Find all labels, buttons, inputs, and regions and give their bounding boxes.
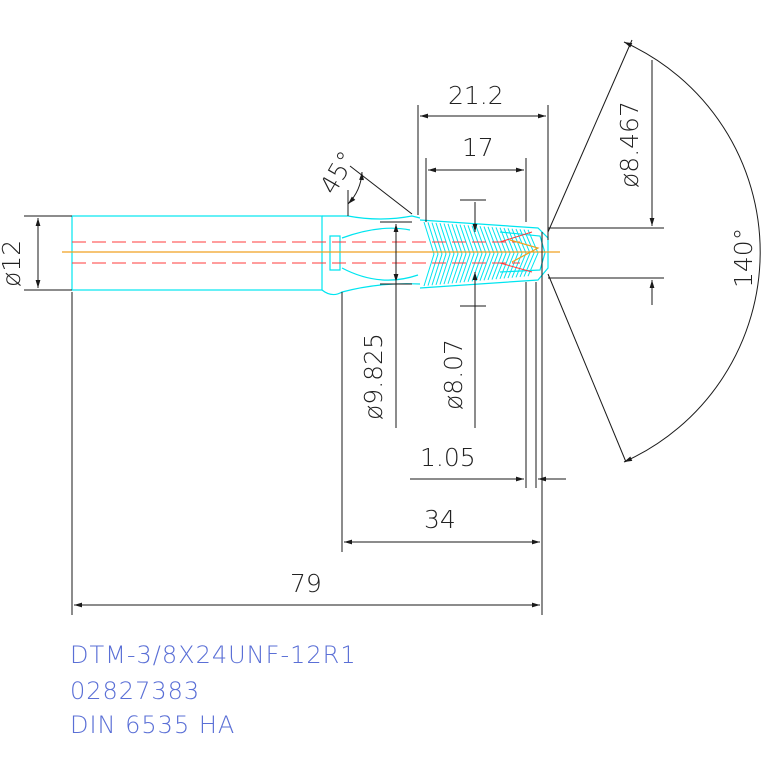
thread-tooth (427, 222, 439, 286)
thread-tooth (499, 227, 511, 280)
thread-tooth (495, 227, 507, 280)
thread-tooth (503, 227, 515, 279)
dim-length-79: 79 (290, 569, 322, 598)
thread-tooth (443, 223, 455, 285)
thread-tooth (479, 226, 491, 281)
extension-lines (24, 39, 664, 615)
thread-tooth (447, 223, 459, 284)
thread-tooth (467, 225, 479, 283)
thread-tooth (523, 229, 535, 277)
thread-tooth (515, 228, 527, 278)
dim-length-34: 34 (424, 505, 456, 534)
thread-tooth (451, 223, 463, 284)
dim-angle-45: 45° (314, 146, 361, 199)
thread-tooth (431, 222, 443, 286)
dim-neck-diameter: ø9.825 (359, 333, 388, 420)
dim-minor-diameter: ø8.07 (439, 339, 468, 410)
dim-length-21-2: 21.2 (448, 81, 504, 110)
thread-tooth (527, 229, 539, 277)
dimension-lines (35, 41, 761, 608)
thread-tooth (463, 224, 475, 283)
thread-tooth (487, 226, 499, 281)
title-part-number: DTM-3/8X24UNF-12R1 (70, 641, 357, 669)
thread-tooth (519, 229, 531, 278)
dim-angle-140: 140° (729, 228, 758, 288)
dim-shank-diameter: ø12 (0, 240, 26, 287)
dim-length-17: 17 (462, 133, 494, 162)
thread-tooth (459, 224, 471, 283)
dim-tip-diameter: ø8.467 (615, 101, 644, 188)
thread-tooth (455, 224, 467, 284)
thread-tooth (483, 226, 495, 281)
thread-tooth (423, 221, 435, 287)
thread-tooth (507, 228, 519, 279)
thread-tooth (435, 222, 447, 286)
title-standard: DIN 6535 HA (70, 711, 236, 739)
thread-tooth (439, 223, 451, 285)
thread-teeth (423, 221, 539, 287)
thread-tooth (491, 226, 503, 280)
coolant-bore (72, 231, 533, 273)
dim-length-1-05: 1.05 (420, 443, 476, 472)
thread-tooth (475, 225, 487, 282)
title-article-number: 02827383 (70, 677, 201, 705)
